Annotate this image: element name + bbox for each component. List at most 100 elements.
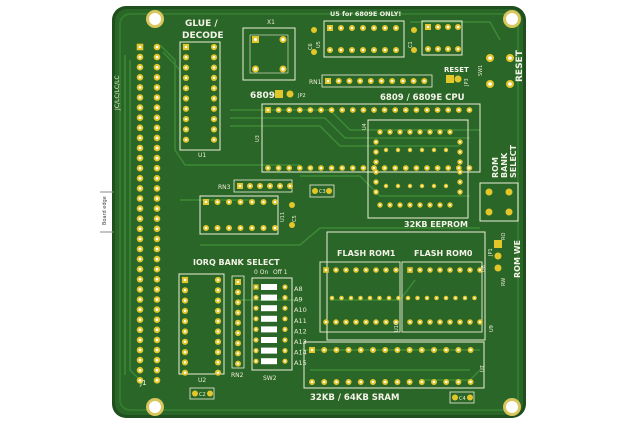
pad-hole xyxy=(397,297,400,299)
reset-big-label: RESET xyxy=(515,49,525,82)
pad-hole xyxy=(310,348,314,352)
dip-off-label: Off 1 xyxy=(273,269,288,276)
pad-hole xyxy=(212,66,216,69)
pad-hole xyxy=(254,296,258,299)
pad-hole xyxy=(283,285,287,289)
pad-hole xyxy=(445,380,448,384)
iorq-label: IORQ BANK SELECT xyxy=(193,258,280,267)
rn3-pads xyxy=(237,183,293,189)
pad-hole xyxy=(216,330,220,333)
pad-hole xyxy=(374,268,378,272)
pad-hole xyxy=(374,160,378,164)
pad-hole xyxy=(415,166,418,170)
pad-hole xyxy=(138,298,142,301)
flash1-label: FLASH ROM1 xyxy=(337,249,396,258)
pad-hole xyxy=(425,166,429,170)
pad-hole xyxy=(212,117,216,121)
pad-hole xyxy=(184,66,188,69)
pad-hole xyxy=(328,48,332,52)
pad-hole xyxy=(384,380,387,384)
pad-hole xyxy=(236,352,240,355)
pad-hole xyxy=(155,126,159,130)
pad-hole xyxy=(412,79,415,83)
pad-hole xyxy=(326,79,330,83)
reset-small-label: RESET xyxy=(444,66,469,74)
pad-hole xyxy=(183,319,187,323)
pad-hole xyxy=(383,108,386,112)
jp2-pads xyxy=(275,90,294,98)
pad-hole xyxy=(212,45,216,49)
pad-hole xyxy=(394,26,398,30)
pad-hole xyxy=(374,180,378,184)
pad-hole xyxy=(155,368,159,372)
pad-hole xyxy=(432,348,436,352)
pad-hole xyxy=(456,25,460,29)
pad-hole xyxy=(254,360,258,363)
dip-toggle xyxy=(261,358,277,365)
pad-hole xyxy=(372,166,376,170)
pad-hole xyxy=(426,25,430,29)
eeprom-label: 32KB EEPROM xyxy=(404,220,468,229)
pad-hole xyxy=(468,320,472,324)
pad-hole xyxy=(216,278,220,282)
pad-hole xyxy=(361,26,365,30)
pad-hole xyxy=(268,184,272,188)
pad-hole xyxy=(372,48,376,52)
dip-toggle xyxy=(261,284,277,290)
pad-hole xyxy=(456,47,460,51)
pad-hole xyxy=(283,338,287,342)
pad-hole xyxy=(432,380,436,384)
pad-hole xyxy=(426,297,428,299)
bank-label: BANK xyxy=(500,152,509,178)
pad-hole xyxy=(212,86,216,90)
pad-hole xyxy=(350,26,354,30)
rn3-label: RN3 xyxy=(218,184,231,191)
mounting-holes xyxy=(146,10,521,416)
pad-hole xyxy=(408,320,412,324)
dip-toggle xyxy=(261,337,277,343)
pad-hole xyxy=(350,297,352,299)
pad-hole xyxy=(397,149,399,151)
rom-we-label: ROM WE xyxy=(513,240,522,278)
pad-hole xyxy=(330,108,333,112)
pad-hole xyxy=(388,203,392,207)
pad-hole xyxy=(216,319,220,323)
pad-hole xyxy=(216,200,219,204)
pad-hole xyxy=(236,321,240,324)
pad-hole xyxy=(458,170,462,174)
pad-hole xyxy=(372,26,376,30)
pad-hole xyxy=(155,116,159,120)
pad-hole xyxy=(364,268,368,272)
sram-label: 32KB / 64KB SRAM xyxy=(310,393,399,403)
pad-hole xyxy=(436,108,439,112)
rn2-label: RN2 xyxy=(231,372,244,379)
pad-hole xyxy=(184,128,188,131)
pad-hole xyxy=(138,227,142,231)
rom-bank-pads xyxy=(485,188,513,216)
u1-label: U1 xyxy=(198,152,206,159)
pad-hole xyxy=(359,348,362,352)
pad-hole xyxy=(236,280,240,284)
pad-hole xyxy=(138,136,142,140)
u6-chip xyxy=(425,24,461,52)
address-line-label: A9 xyxy=(294,296,303,304)
pad-hole xyxy=(359,297,362,299)
pad-hole xyxy=(138,146,142,150)
pad-hole xyxy=(335,348,338,352)
sw1-reset-switch xyxy=(486,54,514,88)
pad-hole xyxy=(138,288,142,291)
pad-hole xyxy=(138,166,142,170)
pad-hole xyxy=(183,309,187,313)
pad-hole xyxy=(361,48,365,52)
pad-hole xyxy=(138,86,142,89)
pad-hole xyxy=(239,200,242,204)
pad-hole xyxy=(401,79,405,83)
pad-hole xyxy=(155,257,159,261)
pad-hole xyxy=(309,166,312,170)
pad-hole xyxy=(155,227,159,231)
pad-hole xyxy=(216,361,220,364)
pad-hole xyxy=(408,380,411,384)
pad-hole xyxy=(254,349,258,352)
pad-hole xyxy=(457,380,460,384)
pad-hole xyxy=(436,25,440,29)
